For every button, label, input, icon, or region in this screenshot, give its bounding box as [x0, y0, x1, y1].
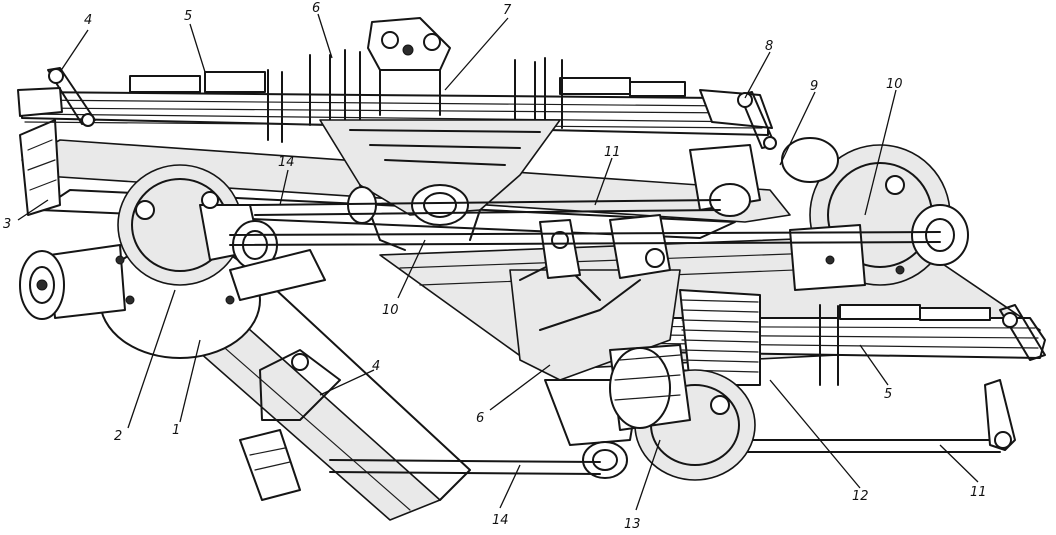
upper-shackle-left — [47, 67, 96, 127]
callout-11-bottom: 11 — [970, 485, 987, 500]
rear-differential — [689, 137, 969, 291]
callout-14-bottom: 14 — [492, 513, 509, 528]
upper-u-bolts — [267, 49, 563, 143]
callout-12: 12 — [852, 489, 869, 504]
front-differential — [19, 164, 326, 359]
leader-lines — [17, 13, 979, 511]
lower-shackle-right — [999, 304, 1046, 361]
center-trunnion-bracket — [319, 17, 561, 251]
callout-9: 9 — [810, 79, 818, 94]
callout-4-top: 4 — [84, 13, 92, 28]
callout-7: 7 — [503, 3, 512, 18]
callout-6-top: 6 — [312, 1, 320, 16]
callout-1: 1 — [172, 423, 180, 438]
callout-10-mid: 10 — [382, 303, 399, 318]
callout-6-bottom: 6 — [476, 411, 484, 426]
middle-axle-housing — [609, 344, 756, 481]
callout-labels: 4 5 6 7 8 9 10 3 14 11 10 4 2 1 6 5 12 1… — [3, 1, 987, 532]
callout-11-top: 11 — [604, 145, 621, 160]
callout-14-top: 14 — [278, 155, 295, 170]
callout-13: 13 — [624, 517, 641, 532]
reaction-rods — [229, 199, 1016, 475]
callout-3: 3 — [3, 217, 11, 232]
callout-2: 2 — [114, 429, 122, 444]
lower-shackle-left — [259, 349, 341, 421]
callout-10-top: 10 — [886, 77, 903, 92]
front-beam-end — [239, 429, 301, 501]
callout-8: 8 — [765, 39, 773, 54]
callout-4-bottom: 4 — [372, 359, 380, 374]
callout-5-top: 5 — [184, 9, 192, 24]
callout-5-bottom: 5 — [884, 387, 892, 402]
